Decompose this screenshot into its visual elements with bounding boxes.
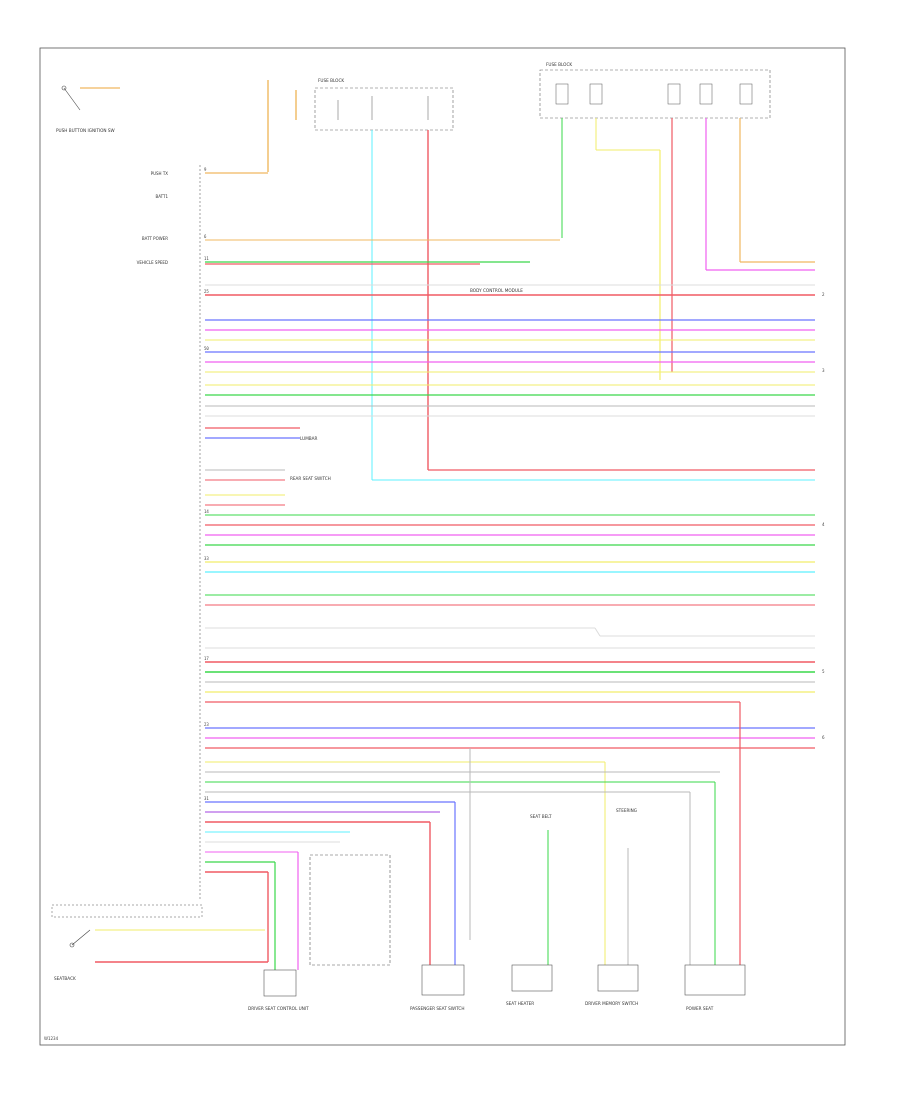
left-labels: PUSH TX BATT1 BATT POWER VEHICLE SPEED bbox=[137, 171, 169, 265]
fuse-block-right-label: FUSE BLOCK bbox=[546, 62, 572, 67]
label-batt1: BATT1 bbox=[155, 194, 168, 199]
body-control-label: BODY CONTROL MODULE bbox=[470, 288, 523, 293]
pin-25: 25 bbox=[204, 289, 209, 294]
pin-9: 9 bbox=[204, 167, 207, 172]
seat-memory-switch: SEATBACK bbox=[51, 904, 203, 981]
label-batt-power: BATT POWER bbox=[142, 236, 168, 241]
page-ref: W1234 bbox=[44, 1036, 59, 1041]
driver-seat-control-box bbox=[263, 969, 297, 997]
pin-6: 6 bbox=[204, 234, 207, 239]
passenger-seat-switch-box bbox=[421, 964, 465, 996]
steering-label: STEERING bbox=[616, 808, 637, 813]
lumbar-label: LUMBAR bbox=[300, 436, 318, 441]
seat-belt-label: SEAT BELT bbox=[530, 814, 552, 819]
fuse-box-left: FUSE BLOCK bbox=[314, 78, 454, 131]
pin-11: 11 bbox=[204, 256, 209, 261]
label-vehicle-speed: VEHICLE SPEED bbox=[137, 260, 168, 265]
power-seat-box bbox=[684, 964, 746, 996]
label-push-tx: PUSH TX bbox=[151, 171, 169, 176]
fuse-block-left-label: FUSE BLOCK bbox=[318, 78, 344, 83]
pin-17: 17 bbox=[204, 656, 209, 661]
pin-33: 33 bbox=[204, 556, 209, 561]
ref-5: 5 bbox=[822, 669, 825, 674]
fuse-box-right: FUSE BLOCK bbox=[539, 62, 771, 119]
bottom-components: DRIVER SEAT CONTROL UNIT PASSENGER SEAT … bbox=[248, 854, 746, 1011]
driver-seat-control-label: DRIVER SEAT CONTROL UNIT bbox=[248, 1006, 309, 1011]
ref-6: 6 bbox=[822, 735, 825, 740]
push-button-switch: PUSH BUTTON IGNITION SW bbox=[56, 85, 120, 133]
seat-heater-label: SEAT HEATER bbox=[506, 1001, 534, 1006]
push-button-label: PUSH BUTTON IGNITION SW bbox=[56, 128, 115, 133]
passenger-seat-switch-label: PASSENGER SEAT SWITCH bbox=[410, 1006, 465, 1011]
bus-wires bbox=[205, 172, 815, 749]
driver-memory-switch-box bbox=[597, 964, 639, 992]
drop-wires bbox=[95, 702, 741, 970]
diagram-frame bbox=[39, 47, 846, 1046]
pin-23: 23 bbox=[204, 722, 209, 727]
rear-seat-switch-label: REAR SEAT SWITCH bbox=[290, 476, 331, 481]
ref-2: 2 bbox=[822, 292, 825, 297]
ref-3: 3 bbox=[822, 368, 825, 373]
pin-31: 31 bbox=[204, 796, 209, 801]
feed-wires bbox=[267, 80, 815, 480]
seatback-label: SEATBACK bbox=[54, 976, 76, 981]
pin-50: 50 bbox=[204, 346, 209, 351]
driver-memory-switch-label: DRIVER MEMORY SWITCH bbox=[585, 1001, 638, 1006]
pin-numbers: 9 6 11 25 50 14 33 17 23 31 bbox=[204, 167, 209, 801]
pin-14: 14 bbox=[204, 509, 209, 514]
ref-4: 4 bbox=[822, 522, 825, 527]
right-refs: 2 3 4 5 6 bbox=[822, 292, 825, 740]
seat-box bbox=[309, 854, 391, 966]
seat-heater-box bbox=[511, 964, 553, 992]
power-seat-label: POWER SEAT bbox=[686, 1006, 714, 1011]
